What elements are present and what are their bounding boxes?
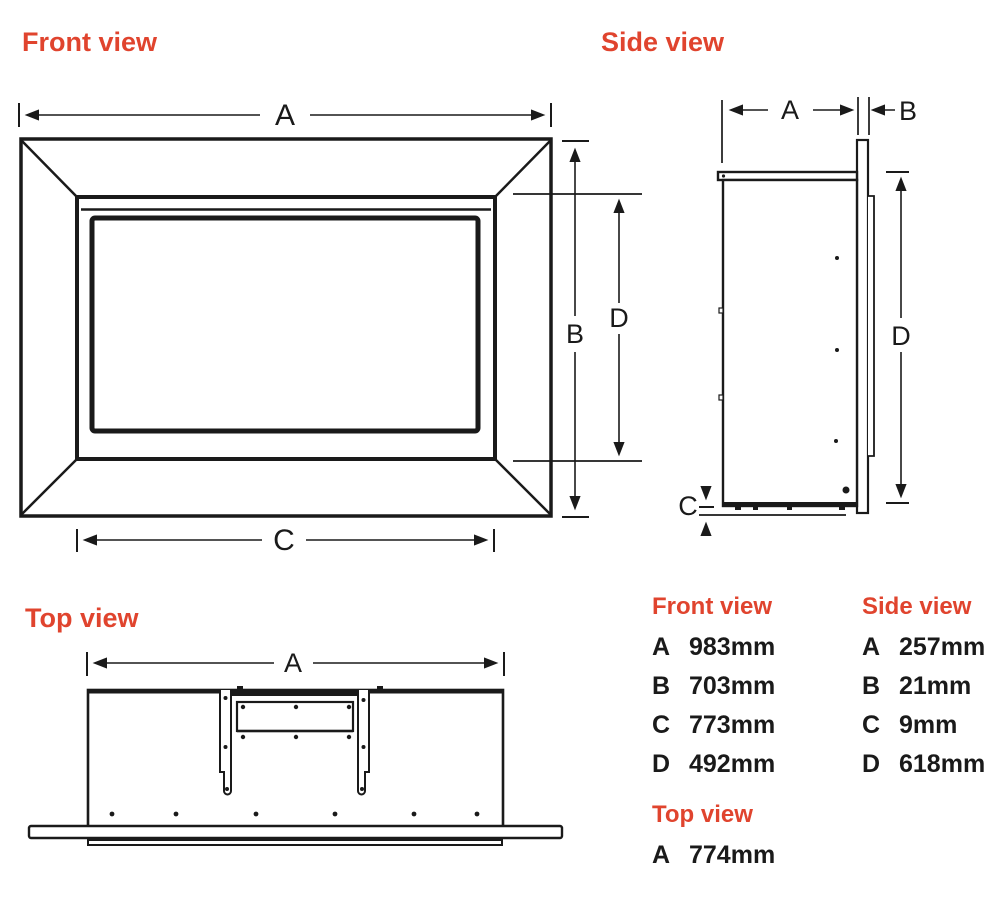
dim-value: 773mm <box>689 711 776 739</box>
dim-letter: B <box>652 672 671 700</box>
dim-value: 703mm <box>689 672 776 700</box>
side-dim-label-d: D <box>891 321 911 351</box>
dim-value: 257mm <box>899 633 986 661</box>
dim-letter: D <box>652 750 671 778</box>
dim-value: 492mm <box>689 750 776 778</box>
front-dim-label-d: D <box>609 303 629 333</box>
table-row: C 773mm <box>652 706 775 745</box>
top-view-drawing: A <box>27 648 564 846</box>
dim-value: 983mm <box>689 633 776 661</box>
side-view-table-title: Side view <box>862 593 972 620</box>
dim-letter: A <box>652 633 671 661</box>
top-view-table-title: Top view <box>652 801 753 828</box>
front-dim-label-a: A <box>275 99 295 132</box>
dim-value: 21mm <box>899 672 972 700</box>
dim-value: 9mm <box>899 711 958 739</box>
table-row: A 774mm <box>652 836 775 875</box>
front-dim-label-b: B <box>566 319 584 349</box>
dim-letter: D <box>862 750 881 778</box>
dim-letter: A <box>862 633 881 661</box>
top-view-title: Top view <box>25 603 139 633</box>
side-dim-label-a: A <box>781 95 799 125</box>
table-row: C 9mm <box>862 706 985 745</box>
dim-letter: B <box>862 672 881 700</box>
top-view-table: Top view A 774mm <box>652 800 775 875</box>
dim-value: 618mm <box>899 750 986 778</box>
front-view-drawing: A B D C <box>18 99 642 557</box>
front-dim-label-c: C <box>273 524 295 557</box>
front-view-table: Front view A 983mm B 703mm C 773mm D 492mm <box>652 592 775 784</box>
table-row: B 703mm <box>652 667 775 706</box>
dim-letter: C <box>862 711 881 739</box>
side-dim-label-b: B <box>899 96 917 126</box>
dim-letter: A <box>652 841 671 869</box>
side-view-drawing: A B <box>678 95 917 536</box>
side-view-table: Side view A 257mm B 21mm C 9mm D 618mm <box>862 592 985 784</box>
side-view-title: Side view <box>601 27 725 57</box>
top-dim-label-a: A <box>284 648 302 678</box>
front-view-title: Front view <box>22 27 158 57</box>
table-row: D 618mm <box>862 745 985 784</box>
front-view-table-title: Front view <box>652 593 773 620</box>
dim-value: 774mm <box>689 841 776 869</box>
table-row: B 21mm <box>862 667 985 706</box>
table-row: A 257mm <box>862 628 985 667</box>
side-dim-label-c: C <box>678 491 698 521</box>
dim-letter: C <box>652 711 671 739</box>
table-row: D 492mm <box>652 745 775 784</box>
table-row: A 983mm <box>652 628 775 667</box>
